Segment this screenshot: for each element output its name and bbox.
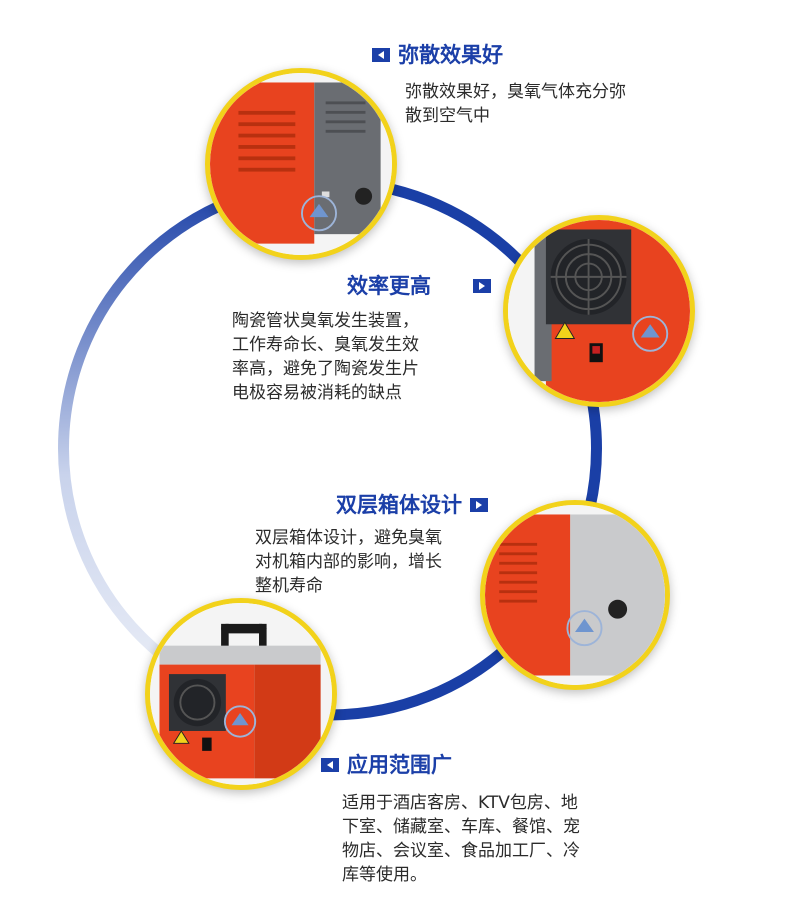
feature-heading: 弥散效果好 — [372, 42, 503, 68]
feature-description: 陶瓷管状臭氧发生装置， 工作寿命长、臭氧发生效 率高，避免了陶瓷发生片 电极容易… — [232, 309, 419, 405]
feature-description: 双层箱体设计，避免臭氧 对机箱内部的影响，增长 整机寿命 — [255, 526, 442, 598]
description-line: 散到空气中 — [405, 106, 490, 126]
description-line: 下室、储藏室、车库、餐馆、宠 — [342, 817, 580, 837]
description-line: 工作寿命长、臭氧发生效 — [232, 335, 419, 355]
feature-description: 适用于酒店客房、KTV包房、地 下室、储藏室、车库、餐馆、宠 物店、会议室、食品… — [342, 791, 580, 887]
description-line: 库等使用。 — [342, 865, 427, 885]
description-line: 弥散效果好，臭氧气体充分弥 — [405, 82, 626, 102]
feature-title: 双层箱体设计 — [336, 493, 462, 517]
description-line: 陶瓷管状臭氧发生装置， — [232, 311, 419, 331]
feature-title: 弥散效果好 — [398, 43, 503, 67]
feature-title: 效率更高 — [347, 274, 431, 298]
feature-title: 应用范围广 — [347, 753, 452, 777]
feature-heading: 双层箱体设计 — [336, 492, 488, 518]
description-line: 物店、会议室、食品加工厂、冷 — [342, 841, 580, 861]
device-photo-right-lower — [480, 500, 670, 690]
device-photo-top — [205, 68, 397, 260]
triangle-right-icon — [470, 498, 488, 512]
device-photo-bottom-left — [145, 598, 337, 790]
description-line: 双层箱体设计，避免臭氧 — [255, 528, 442, 548]
triangle-left-icon — [372, 48, 390, 62]
feature-heading: 应用范围广 — [321, 752, 452, 778]
description-line: 整机寿命 — [255, 576, 323, 596]
description-line: 率高，避免了陶瓷发生片 — [232, 359, 419, 379]
triangle-right-icon — [473, 279, 491, 293]
description-line: 电极容易被消耗的缺点 — [232, 383, 402, 403]
feature-description: 弥散效果好，臭氧气体充分弥 散到空气中 — [405, 80, 626, 128]
description-line: 适用于酒店客房、KTV包房、地 — [342, 793, 578, 813]
description-line: 对机箱内部的影响，增长 — [255, 552, 442, 572]
device-photo-right-upper — [503, 215, 695, 407]
feature-heading: 效率更高 — [347, 273, 491, 299]
triangle-left-icon — [321, 758, 339, 772]
